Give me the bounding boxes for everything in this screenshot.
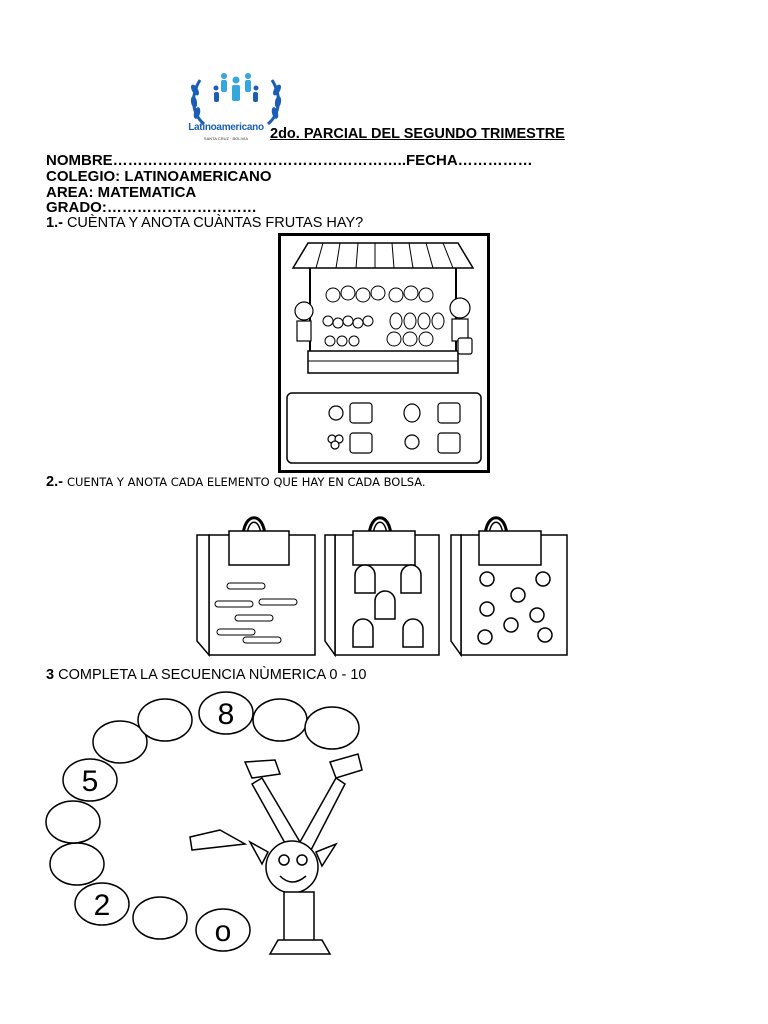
school-logo	[190, 73, 282, 126]
area-field: AREA: MATEMATICA	[46, 184, 197, 201]
question-2-text: CUENTA Y ANOTA CADA ELEMENTO QUE HAY EN …	[66, 475, 426, 489]
name-date-field[interactable]: NOMBRE…………………………………………………..FECHA……………	[46, 152, 533, 169]
seq-number-8: 8	[218, 698, 235, 731]
seq-number-0: o	[215, 915, 232, 948]
shopping-bags-illustration	[196, 516, 568, 658]
school-field: COLEGIO: LATINOAMERICANO	[46, 168, 272, 185]
circle-5	[62, 758, 118, 802]
grade-field[interactable]: GRADO:…………………………	[46, 199, 257, 216]
question-1: 1.- CUÈNTA Y ANOTA CUÀNTAS FRUTAS HAY?	[46, 215, 363, 231]
bag-shapes	[324, 516, 440, 658]
question-2-number: 2.-	[46, 474, 63, 490]
circle-8	[198, 691, 254, 735]
jester-figure	[189, 753, 363, 955]
question-3: 3 COMPLETA LA SECUENCIA NÙMERICA 0 - 10	[46, 667, 366, 683]
question-1-number: 1.-	[46, 215, 63, 231]
fruit-stand-illustration	[278, 233, 490, 473]
circle-9	[252, 698, 308, 742]
circle-4	[45, 800, 101, 844]
logo-wordmark: Latinoamericano SANTA CRUZ · BOLIVIA	[186, 122, 266, 141]
circle-1	[132, 896, 188, 940]
bag-fruit-slices	[450, 516, 568, 658]
circle-2	[74, 882, 130, 926]
seq-number-2: 2	[94, 889, 111, 922]
seq-number-5: 5	[82, 765, 99, 798]
question-2: 2.- CUENTA Y ANOTA CADA ELEMENTO QUE HAY…	[46, 474, 426, 490]
circle-3	[49, 842, 105, 886]
circle-10	[304, 706, 360, 750]
circle-7	[137, 698, 193, 742]
logo-subtitle: SANTA CRUZ · BOLIVIA	[203, 136, 249, 141]
logo-main-text: Latinoamericano	[188, 122, 264, 133]
question-1-text: CUÈNTA Y ANOTA CUÀNTAS FRUTAS HAY?	[66, 215, 364, 231]
question-3-number: 3	[46, 667, 55, 683]
number-sequence-illustration: 8 5 2 o	[45, 691, 363, 955]
question-3-text: COMPLETA LA SECUENCIA NÙMERICA 0 - 10	[58, 667, 367, 683]
circle-6	[92, 720, 148, 764]
page-title: 2do. PARCIAL DEL SEGUNDO TRIMESTRE	[270, 126, 565, 142]
circle-0	[195, 908, 251, 952]
